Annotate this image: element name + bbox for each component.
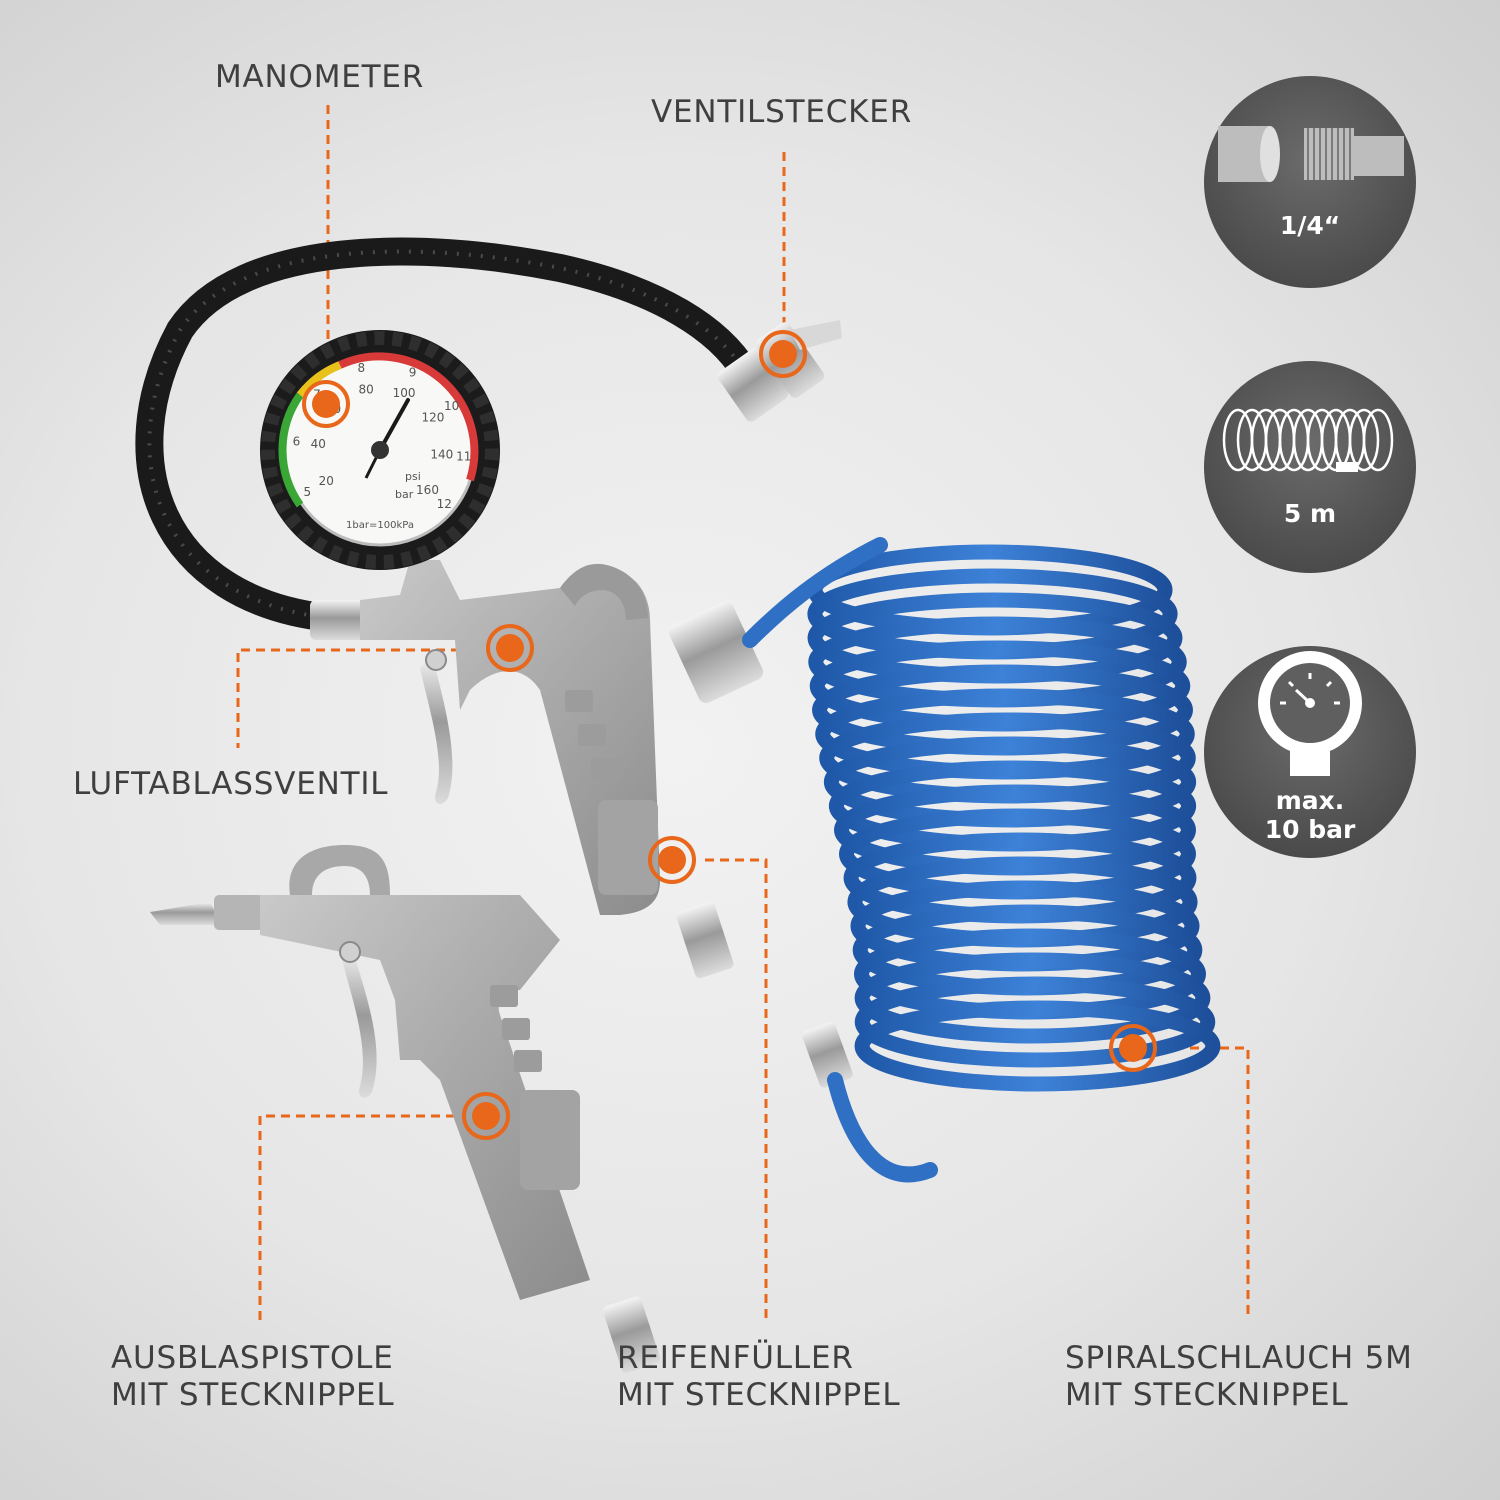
gauge-bar-tick-label: 11 bbox=[456, 449, 471, 463]
label-reifenfueller-line2: MIT STECKNIPPEL bbox=[617, 1377, 901, 1414]
marker-ausblaspistole bbox=[462, 1092, 510, 1140]
spec-max-pressure: max. 10 bar bbox=[1205, 786, 1415, 845]
spec-badge-pressure bbox=[1204, 646, 1416, 858]
label-spiralschlauch-line1: SPIRALSCHLAUCH 5M bbox=[1065, 1340, 1413, 1376]
gauge-psi-tick-label: 40 bbox=[311, 437, 326, 451]
gauge-unit-bar: bar bbox=[395, 488, 414, 501]
gauge-psi-tick-label: 140 bbox=[430, 448, 453, 462]
hose-ferrule bbox=[310, 600, 370, 640]
gauge-psi-tick-label: 160 bbox=[416, 483, 439, 497]
coiled-hose-icon bbox=[1222, 408, 1394, 472]
marker-ventilstecker bbox=[759, 330, 807, 378]
thread-fitting-icon bbox=[1218, 126, 1404, 182]
spiral-hose bbox=[669, 537, 1221, 1183]
spec-max-pressure-line2: 10 bar bbox=[1264, 814, 1356, 844]
gauge-bar-tick-label: 9 bbox=[409, 366, 417, 380]
label-ausblaspistole: AUSBLASPISTOLE MIT STECKNIPPEL bbox=[111, 1340, 394, 1414]
marker-reifenfueller bbox=[648, 836, 696, 884]
blow-gun bbox=[150, 845, 661, 1373]
valve-chuck bbox=[717, 320, 842, 422]
label-manometer: MANOMETER bbox=[215, 59, 425, 95]
gauge-bar-tick-label: 8 bbox=[357, 361, 365, 375]
gauge-psi-tick-label: 80 bbox=[359, 383, 374, 397]
label-spiralschlauch: SPIRALSCHLAUCH 5M MIT STECKNIPPEL bbox=[1065, 1340, 1413, 1414]
callout-line-ausblaspistole bbox=[258, 1114, 470, 1320]
hose-coil bbox=[854, 976, 1216, 1068]
label-reifenfueller-line1: REIFENFÜLLER bbox=[617, 1340, 854, 1376]
hose-coil bbox=[854, 952, 1211, 1044]
label-luftablassventil: LUFTABLASSVENTIL bbox=[73, 766, 389, 802]
label-reifenfueller: REIFENFÜLLER MIT STECKNIPPEL bbox=[617, 1340, 900, 1414]
callout-line-reifenfueller bbox=[705, 858, 768, 1318]
hose-coil bbox=[854, 1000, 1221, 1092]
spec-hose-length-value: 5 m bbox=[1283, 499, 1337, 528]
gauge-psi-tick-label: 120 bbox=[421, 411, 444, 425]
gauge-psi-tick-label: 100 bbox=[393, 386, 416, 400]
spec-hose-length: 5 m bbox=[1205, 499, 1415, 529]
callout-markers bbox=[302, 330, 1157, 1140]
label-ausblaspistole-line1: AUSBLASPISTOLE bbox=[111, 1340, 394, 1376]
pressure-gauge: 20406080100120140160 56789101112 psi bar… bbox=[260, 330, 500, 570]
marker-spiralschlauch bbox=[1109, 1024, 1157, 1072]
marker-luftablassventil bbox=[486, 624, 534, 672]
marker-manometer bbox=[302, 380, 350, 428]
callout-line-luftablassventil bbox=[236, 648, 490, 748]
spec-badge-thread bbox=[1204, 76, 1416, 288]
label-ausblaspistole-line2: MIT STECKNIPPEL bbox=[111, 1377, 395, 1414]
pressure-gauge-icon bbox=[1258, 651, 1362, 776]
label-spiralschlauch-line2: MIT STECKNIPPEL bbox=[1065, 1377, 1349, 1414]
gauge-bar-tick-label: 6 bbox=[293, 435, 301, 449]
gauge-psi-tick-label: 20 bbox=[319, 474, 334, 488]
label-ventilstecker: VENTILSTECKER bbox=[651, 94, 913, 130]
spec-badge-length bbox=[1204, 361, 1416, 573]
tire-inflator bbox=[360, 560, 734, 979]
gauge-bar-tick-label: 12 bbox=[437, 497, 452, 511]
spec-max-pressure-line1: max. bbox=[1275, 786, 1345, 815]
callout-line-spiralschlauch bbox=[1160, 1046, 1250, 1318]
gauge-bar-tick-label: 10 bbox=[444, 399, 459, 413]
spec-thread-size-value: 1/4“ bbox=[1279, 211, 1341, 240]
gauge-footnote: 1bar=100kPa bbox=[346, 520, 414, 531]
spec-thread-size: 1/4“ bbox=[1205, 211, 1415, 241]
gauge-bar-tick-label: 5 bbox=[303, 485, 311, 499]
gauge-unit-psi: psi bbox=[405, 470, 421, 483]
